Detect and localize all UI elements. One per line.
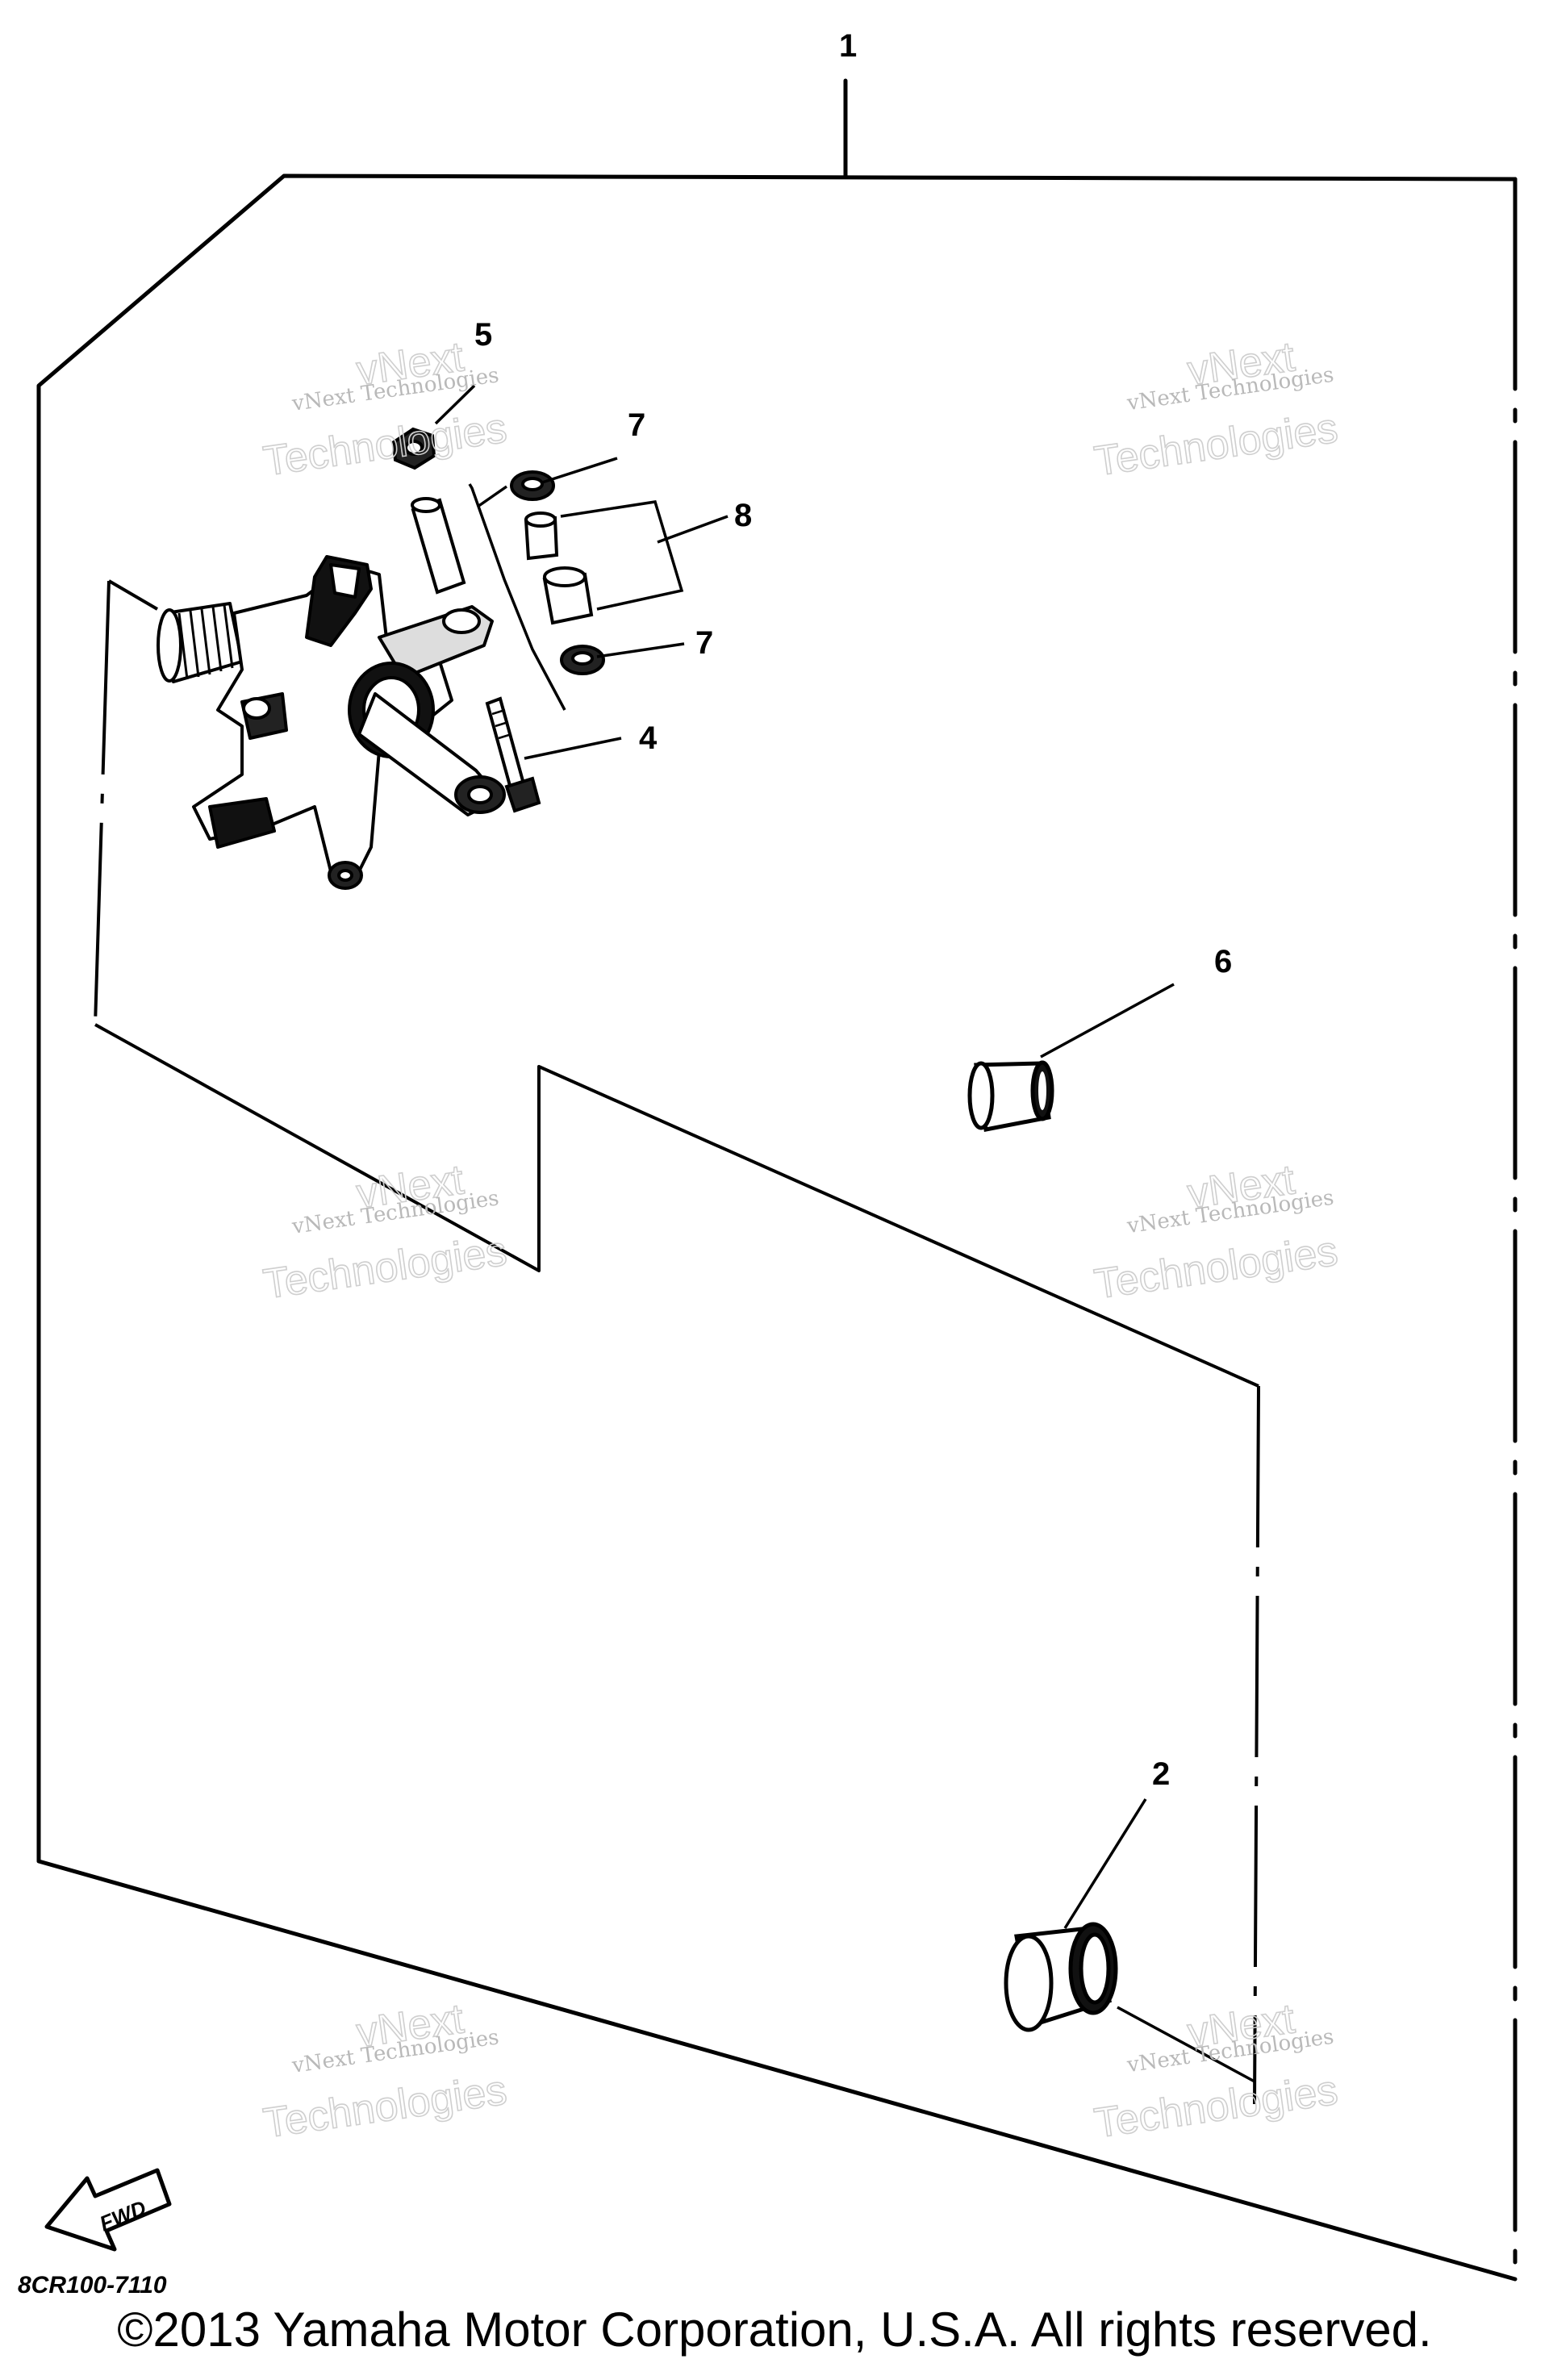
hub-assembly (157, 555, 506, 890)
callout-7-lower: 7 (695, 625, 713, 661)
callout-4: 4 (639, 720, 658, 756)
parts-group-bracket (468, 483, 566, 711)
bearing-2 (1004, 1922, 1118, 2032)
callout-8: 8 (734, 498, 752, 533)
watermark-mid-left: vNext vNext Technologies Technologies (260, 1155, 510, 1309)
watermark-mid-right: vNext vNext Technologies Technologies (1091, 1155, 1341, 1309)
svg-text:Technologies: Technologies (261, 405, 510, 486)
watermark-bottom-right: vNext vNext Technologies Technologies (1091, 1994, 1341, 2148)
watermark-top-left: vNext vNext Technologies Technologies (260, 332, 510, 486)
diagram-code: 8CR100-7110 (18, 2272, 167, 2299)
svg-text:Technologies: Technologies (1092, 1228, 1341, 1309)
nut-part (391, 427, 436, 470)
watermark-top-right: vNext vNext Technologies Technologies (1091, 332, 1341, 486)
washer-upper (510, 470, 555, 501)
leader-lines (434, 384, 1255, 2083)
washer-lower (560, 645, 605, 675)
copyright-notice: ©2013 Yamaha Motor Corporation, U.S.A. A… (117, 2303, 1432, 2357)
svg-text:Technologies: Technologies (1092, 405, 1341, 486)
svg-text:Technologies: Technologies (261, 2067, 510, 2148)
svg-text:Technologies: Technologies (261, 1228, 510, 1309)
bushing-6 (967, 1060, 1054, 1132)
callout-7-upper: 7 (628, 407, 645, 443)
bolt-part (485, 696, 541, 813)
bushing-large (542, 566, 594, 625)
callout-6: 6 (1214, 944, 1232, 979)
kit-outline (36, 78, 1518, 2282)
pin-part (411, 497, 466, 595)
bushing-small (524, 511, 559, 561)
callout-5: 5 (474, 317, 492, 353)
watermark-bottom-left: vNext vNext Technologies Technologies (260, 1994, 510, 2148)
callout-2: 2 (1152, 1756, 1170, 1792)
inner-panel (94, 579, 1260, 2105)
callout-1: 1 (839, 28, 857, 64)
svg-text:Technologies: Technologies (1092, 2067, 1341, 2148)
fwd-arrow-icon: FWD (44, 2168, 172, 2252)
